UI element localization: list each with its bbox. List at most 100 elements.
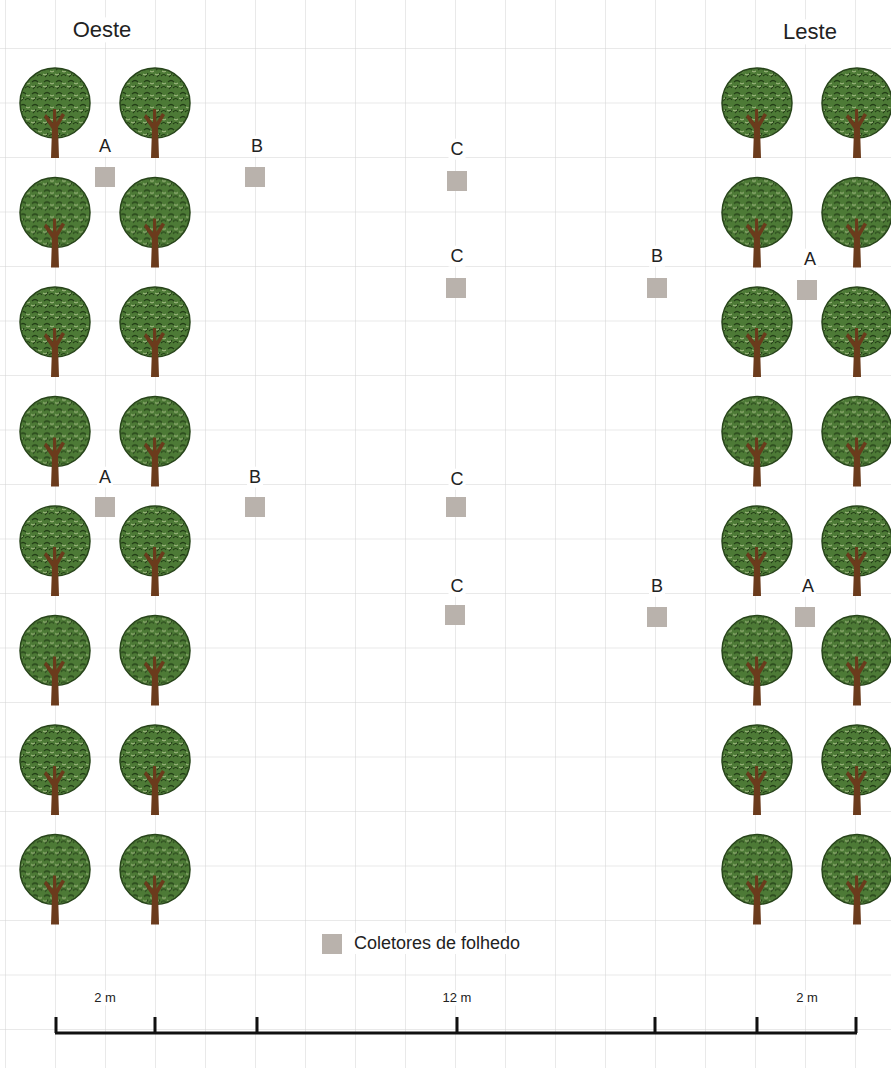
- legend-entry: Coletores de folhedo: [322, 933, 522, 954]
- tree: [722, 835, 792, 925]
- tree-trunk: [746, 876, 767, 925]
- litter-collector: [95, 497, 115, 517]
- tree: [120, 835, 190, 925]
- collector-letter: A: [802, 249, 818, 270]
- tree: [822, 178, 891, 268]
- dimension: 12 m: [441, 991, 474, 1006]
- collector-letter: C: [449, 246, 466, 267]
- collector-letter: C: [449, 469, 466, 490]
- tree-trunk: [144, 109, 165, 158]
- tree-trunk: [144, 766, 165, 815]
- litter-collector: [797, 280, 817, 300]
- tree: [722, 506, 792, 596]
- litter-collector: [446, 278, 466, 298]
- collector-letter: A: [97, 467, 113, 488]
- tree-trunk: [746, 547, 767, 596]
- tree: [722, 397, 792, 487]
- tree-trunk: [746, 657, 767, 706]
- tree-trunk: [44, 657, 65, 706]
- tree: [20, 616, 90, 706]
- tree: [822, 616, 891, 706]
- tree: [822, 287, 891, 377]
- scale-bar: [55, 1017, 857, 1033]
- collector-letter: B: [649, 246, 665, 267]
- tree: [120, 725, 190, 815]
- tree-trunk: [144, 328, 165, 377]
- tree: [20, 287, 90, 377]
- tree-trunk: [846, 438, 867, 487]
- side-label: Leste: [781, 19, 839, 44]
- tree-trunk: [144, 547, 165, 596]
- tree: [20, 178, 90, 268]
- tree: [120, 287, 190, 377]
- tree: [20, 835, 90, 925]
- tree: [722, 287, 792, 377]
- tree-trunk: [44, 547, 65, 596]
- tree: [20, 397, 90, 487]
- collector-letter: A: [800, 576, 816, 597]
- tree-trunk: [846, 219, 867, 268]
- tree-trunk: [846, 547, 867, 596]
- tree-trunk: [846, 657, 867, 706]
- side-label: Oeste: [71, 17, 134, 42]
- litter-collector: [647, 278, 667, 298]
- tree-trunk: [44, 438, 65, 487]
- tree-trunk: [44, 328, 65, 377]
- litter-collector: [95, 167, 115, 187]
- tree-trunk: [144, 876, 165, 925]
- litter-collector: [446, 497, 466, 517]
- tree-trunk: [746, 766, 767, 815]
- tree-trunk: [746, 438, 767, 487]
- tree: [722, 616, 792, 706]
- collector-letter: B: [247, 467, 263, 488]
- tree-trunk: [746, 328, 767, 377]
- litter-collector: [245, 497, 265, 517]
- litter-collector: [245, 167, 265, 187]
- tree-trunk: [846, 328, 867, 377]
- dimension: 2 m: [92, 991, 118, 1006]
- tree-trunk: [746, 219, 767, 268]
- tree: [822, 397, 891, 487]
- tree: [120, 68, 190, 158]
- collector-letter: B: [649, 576, 665, 597]
- collector-letter: C: [449, 139, 466, 160]
- tree: [822, 506, 891, 596]
- collector-letter: A: [97, 136, 113, 157]
- tree-trunk: [44, 219, 65, 268]
- tree-trunk: [846, 766, 867, 815]
- tree: [20, 506, 90, 596]
- tree-trunk: [746, 109, 767, 158]
- tree-trunk: [846, 109, 867, 158]
- tree: [822, 835, 891, 925]
- tree: [120, 178, 190, 268]
- litter-collector: [647, 607, 667, 627]
- tree: [20, 725, 90, 815]
- dimension: 2 m: [794, 991, 820, 1006]
- tree-trunk: [144, 657, 165, 706]
- tree-trunk: [44, 876, 65, 925]
- tree: [120, 616, 190, 706]
- collector-letter: C: [449, 576, 466, 597]
- collectors: [95, 167, 817, 627]
- tree-trunk: [44, 766, 65, 815]
- tree-trunk: [44, 109, 65, 158]
- tree: [20, 68, 90, 158]
- legend-text: Coletores de folhedo: [352, 933, 522, 954]
- tree: [822, 725, 891, 815]
- tree-trunk: [846, 876, 867, 925]
- tree: [722, 178, 792, 268]
- litter-collector: [447, 171, 467, 191]
- legend-swatch: [322, 934, 342, 954]
- tree: [120, 397, 190, 487]
- tree-rows: [20, 68, 891, 925]
- tree: [822, 68, 891, 158]
- tree: [120, 506, 190, 596]
- tree: [722, 68, 792, 158]
- scale-ticks: [56, 1017, 856, 1033]
- tree: [722, 725, 792, 815]
- tree-trunk: [144, 438, 165, 487]
